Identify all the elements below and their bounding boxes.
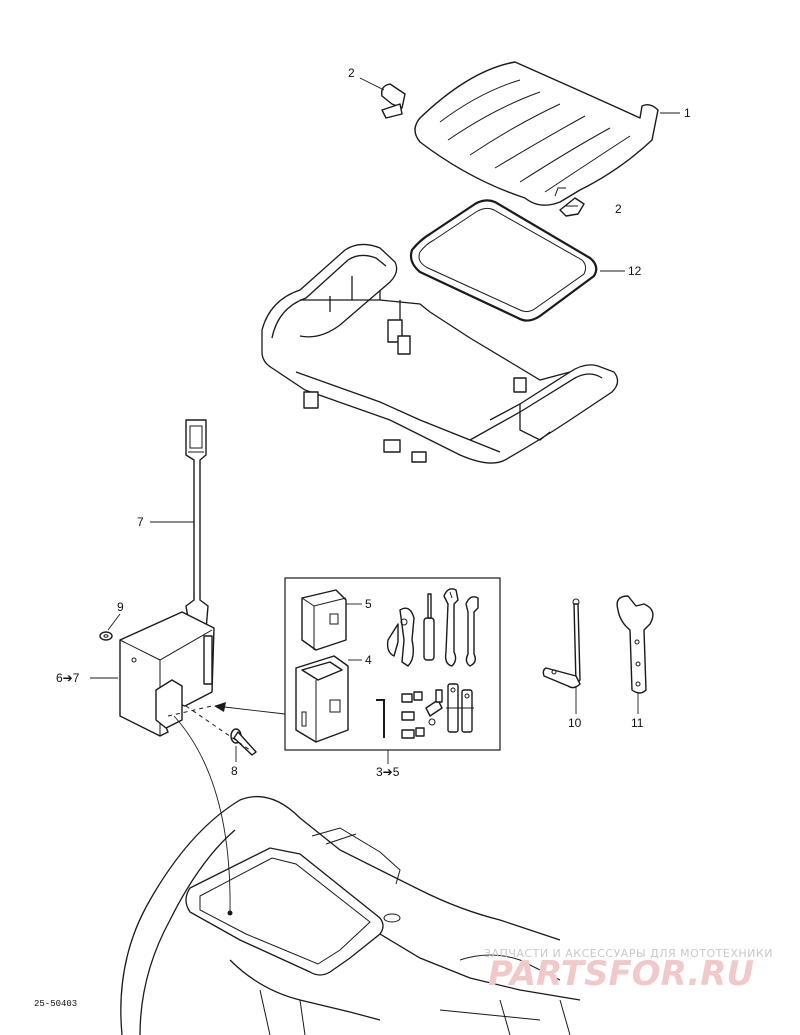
- callout-10: 10: [568, 716, 582, 730]
- rivet-part: [230, 728, 257, 756]
- callout-9: 9: [117, 600, 124, 614]
- callout-11: 11: [631, 716, 644, 730]
- assembly-arrow: [214, 702, 286, 715]
- fuse-set-tool: [401, 691, 425, 739]
- rear-rack-frame: [261, 243, 619, 464]
- callout-2b: 2: [615, 202, 622, 216]
- storage-box-part: [119, 611, 215, 737]
- callout-8: 8: [231, 764, 238, 778]
- callout-5: 5: [365, 597, 372, 611]
- spanner-wrench-part: [616, 595, 654, 694]
- seat-seal-part: [409, 199, 598, 322]
- hinge-clip-upper: [380, 83, 406, 119]
- hinge-clip-lower: [559, 197, 585, 217]
- tool-case-lid-part: [301, 589, 347, 651]
- watermark-site: PARTSFOR.RU: [488, 954, 754, 994]
- watermark-tagline: ЗАПЧАСТИ И АКСЕССУАРЫ ДЛЯ МОТОТЕХНИКИ: [484, 947, 773, 960]
- tool-kit-group: 5 4: [284, 577, 501, 751]
- callout-7: 7: [137, 515, 144, 529]
- drawing-reference: 25-50403: [34, 999, 77, 1009]
- callout-12: 12: [628, 264, 642, 278]
- callout-4: 4: [365, 653, 372, 667]
- tool-case-part: [295, 655, 349, 743]
- callout-6-7: 6➔7: [56, 671, 80, 685]
- assembly-dash-line: [185, 705, 251, 751]
- callout-1: 1: [684, 106, 691, 120]
- tray-mount-dot: [227, 910, 233, 916]
- strap-part: [185, 419, 209, 631]
- callout-2a-leader: [359, 77, 385, 91]
- rod-tool-part: [542, 598, 581, 689]
- rear-body-compartment: [120, 796, 581, 1035]
- spark-plug-tool: [425, 689, 443, 726]
- open-end-wrench-tool: [443, 588, 459, 667]
- pliers-tool: [386, 607, 415, 667]
- callout-2a: 2: [348, 66, 355, 80]
- socket-wrench-tool: [446, 683, 474, 733]
- callout-3-5: 3➔5: [376, 765, 400, 779]
- combo-wrench-tool: [465, 596, 479, 667]
- callout-9-leader: [107, 613, 121, 631]
- seat-cushion-part: [414, 61, 659, 206]
- washer-part: [99, 631, 113, 641]
- hex-key-tool: [376, 699, 385, 738]
- screwdriver-tool: [423, 593, 435, 661]
